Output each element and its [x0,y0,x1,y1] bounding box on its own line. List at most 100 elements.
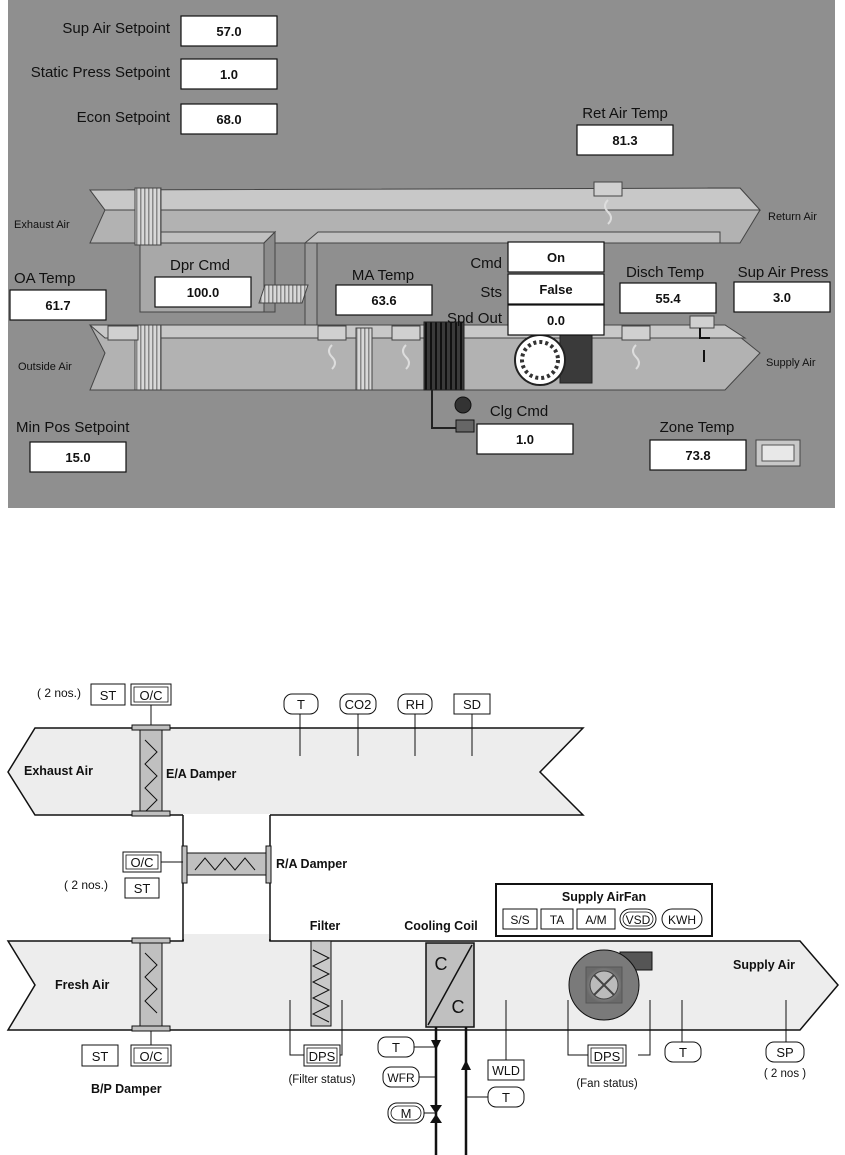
return-duct [89,187,762,244]
valve-m-label: M [401,1106,412,1121]
ret-air-temp-field[interactable] [576,124,674,156]
spd-out-field[interactable] [507,304,605,336]
coil-t2-label: T [502,1090,510,1105]
supply-t-box [664,1041,702,1063]
spd-out-value: 0.0 [547,313,565,328]
sensor-t-top [283,693,319,715]
sup-air-press-value: 3.0 [773,290,791,305]
filter-label: Filter [310,919,341,933]
fan-am-box [576,908,616,930]
top-oc-label: O/C [139,688,162,703]
fan-kwh-label: KWH [668,913,696,927]
ea-damper-label: E/A Damper [166,767,237,781]
fan-dps-box [587,1044,627,1067]
exhaust-air-label: Exhaust Air [14,219,70,231]
exhaust-duct [7,727,585,816]
fan-vsd-box [619,908,657,930]
disch-temp-field[interactable] [619,282,717,314]
ma-temp-value: 63.6 [371,293,396,308]
ra-damper-label: R/A Damper [276,857,347,871]
coil-t2-box [487,1086,525,1108]
sensor-t-top-label: T [297,697,305,712]
sensor-sd-label: SD [463,697,481,712]
dampers [134,187,309,391]
sensor-co2 [339,693,377,715]
sup-air-press-field[interactable] [733,281,831,313]
valve-m-box [387,1102,425,1124]
outside-air-label: Outside Air [18,361,72,373]
static-press-setpoint-value: 1.0 [220,67,238,82]
dpr-cmd-value: 100.0 [187,285,220,300]
mid-st-box [124,877,160,899]
fan-ta-box [540,908,574,930]
sup-air-setpoint-label: Sup Air Setpoint [62,20,170,37]
coil-t1-box [377,1036,415,1058]
supply-air-schematic-label: Supply Air [733,958,795,972]
sts-value: False [539,282,572,297]
clg-cmd-label: Clg Cmd [490,403,548,420]
cmd-label: Cmd [470,255,502,272]
sts-field[interactable] [507,273,605,305]
bp-oc-box [130,1044,172,1067]
dpr-cmd-field[interactable] [154,276,252,308]
top-oc-box [130,683,172,706]
cmd-field[interactable] [507,241,605,273]
filter-dps-box [303,1044,341,1067]
wfr-label: WFR [387,1071,415,1085]
top-st-box [90,683,126,706]
sup-air-setpoint-field[interactable] [180,15,278,47]
return-air-label: Return Air [768,211,817,223]
sup-air-press-label: Sup Air Press [738,264,829,281]
zone-temp-field[interactable] [649,439,747,471]
exhaust-air-schematic-label: Exhaust Air [24,764,93,778]
min-pos-setpoint-field[interactable] [29,441,127,473]
filter-and-coil [355,321,465,391]
static-press-setpoint-label: Static Press Setpoint [31,64,171,81]
supply-air-fan-title: Supply AirFan [562,890,646,904]
fan-kwh-box [661,908,703,930]
fan-dps-label: DPS [594,1049,621,1064]
dpr-cmd-label: Dpr Cmd [170,257,230,274]
bp-st-label: ST [92,1049,109,1064]
spd-out-label: Spd Out [447,310,503,327]
disch-temp-value: 55.4 [655,291,681,306]
thermostat-icon-screen [761,444,795,462]
static-press-setpoint-field[interactable] [180,58,278,90]
ma-temp-field[interactable] [335,284,433,316]
clg-cmd-value: 1.0 [516,432,534,447]
mid-oc-label: O/C [130,855,153,870]
bas-screen: Sup Air Setpoint 57.0 Static Press Setpo… [8,0,835,508]
bp-damper-blade [139,940,163,1031]
coil-t1-label: T [392,1040,400,1055]
mid-st-label: ST [134,881,151,896]
wld-label: WLD [492,1064,520,1078]
sp-box [765,1041,805,1063]
zone-temp-value: 73.8 [685,448,710,463]
econ-setpoint-field[interactable] [180,103,278,135]
sensors [107,181,715,433]
sp-label: SP [776,1045,793,1060]
coil-c-top: C [435,954,448,974]
fan-ss-label: S/S [510,913,529,927]
bp-damper-label: B/P Damper [91,1082,162,1096]
oa-temp-field[interactable] [9,289,107,321]
oa-temp-label: OA Temp [14,270,75,287]
filter-dps-label: DPS [309,1049,336,1064]
fan-vsd-label: VSD [626,913,651,927]
fresh-air-label: Fresh Air [55,978,110,992]
coil-c-bottom: C [452,997,465,1017]
supply-air-label: Supply Air [766,357,816,369]
filter-status-label: (Filter status) [288,1074,355,1086]
top-qty-label: ( 2 nos.) [37,686,81,700]
fan-ss-box [502,908,538,930]
clg-cmd-field[interactable] [476,423,574,455]
zone-temp-label: Zone Temp [660,419,735,436]
fan-ta-label: TA [550,913,564,927]
fan-status-label: (Fan status) [576,1078,638,1090]
sensor-rh [397,693,433,715]
sensor-sd [453,693,491,715]
disch-temp-label: Disch Temp [626,264,704,281]
econ-setpoint-label: Econ Setpoint [77,109,171,126]
bp-st-box [81,1044,119,1067]
min-pos-setpoint-label: Min Pos Setpoint [16,419,130,436]
